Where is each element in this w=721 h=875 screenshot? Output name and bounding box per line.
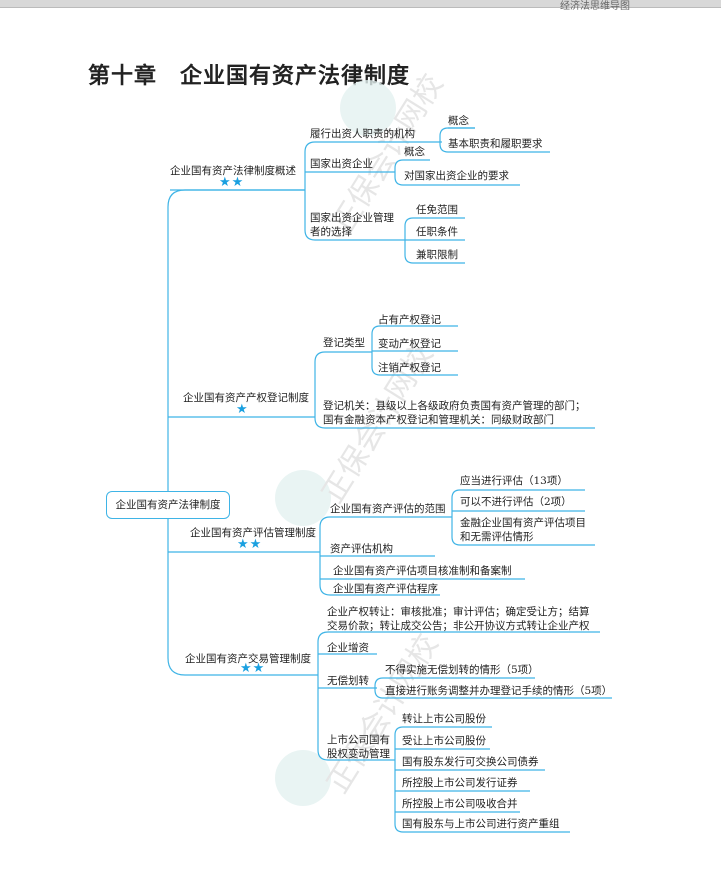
leaf: 国有股东发行可交换公司债券 (402, 756, 539, 768)
leaf: 概念 (448, 115, 469, 127)
star-icon: ★★ (219, 175, 245, 190)
branch-overview: 企业国有资产法律制度概述 (170, 165, 296, 177)
node-manager-selection-2: 者的选择 (310, 226, 352, 238)
header-top-right: 经济法思维导图 (560, 1, 630, 12)
leaf: 转让上市公司股份 (402, 713, 486, 725)
node-approval-filing: 企业国有资产评估项目核准制和备案制 (333, 565, 512, 577)
node-listed-company-2: 股权变动管理 (327, 748, 390, 760)
top-bar (0, 0, 721, 8)
leaf: 受让上市公司股份 (402, 735, 486, 747)
watermark-logo (340, 80, 396, 136)
node-free-transfer: 无偿划转 (327, 675, 369, 687)
leaf: 不得实施无偿划转的情形（5项） (385, 664, 539, 676)
star-icon: ★★ (240, 661, 266, 676)
leaf: 任免范围 (416, 204, 458, 216)
node-equity-transfer-2: 交易价款；转让成交公告；非公开协议方式转让企业产权 (327, 620, 590, 632)
leaf: 概念 (404, 146, 425, 158)
leaf: 和无需评估情形 (460, 531, 534, 543)
root-node: 企业国有资产法律制度 (106, 491, 230, 519)
node-investor-agency: 履行出资人职责的机构 (310, 128, 415, 140)
node-listed-company: 上市公司国有 (327, 734, 390, 746)
leaf: 直接进行账务调整并办理登记手续的情形（5项） (385, 685, 613, 697)
leaf: 注销产权登记 (378, 362, 441, 374)
leaf: 应当进行评估（13项） (460, 475, 568, 487)
node-capital-increase: 企业增资 (327, 642, 369, 654)
branch-registration: 企业国有资产产权登记制度 (183, 392, 309, 404)
node-state-invested-enterprise: 国家出资企业 (310, 158, 373, 170)
leaf: 所控股上市公司吸收合并 (402, 798, 518, 810)
leaf: 对国家出资企业的要求 (404, 170, 509, 182)
branch-transaction: 企业国有资产交易管理制度 (185, 653, 311, 665)
node-appraisal-scope: 企业国有资产评估的范围 (330, 503, 446, 515)
node-registration-types: 登记类型 (323, 337, 365, 349)
node-manager-selection: 国家出资企业管理 (310, 212, 394, 224)
node-appraisal-procedure: 企业国有资产评估程序 (333, 583, 438, 595)
leaf: 兼职限制 (416, 249, 458, 261)
node-registration-authority-2: 国有金融资本产权登记和管理机关：同级财政部门 (323, 414, 554, 426)
branch-appraisal: 企业国有资产评估管理制度 (190, 527, 316, 539)
star-icon: ★ (236, 402, 249, 417)
node-registration-authority: 登记机关：县级以上各级政府负责国有资产管理的部门； (323, 400, 586, 412)
leaf: 任职条件 (416, 226, 458, 238)
leaf: 基本职责和履职要求 (448, 138, 543, 150)
leaf: 变动产权登记 (378, 338, 441, 350)
leaf: 国有股东与上市公司进行资产重组 (402, 818, 560, 830)
watermark-logo (275, 470, 331, 526)
node-equity-transfer: 企业产权转让：审核批准；审计评估；确定受让方；结算 (327, 606, 590, 618)
leaf: 占有产权登记 (378, 314, 441, 326)
leaf: 金融企业国有资产评估项目 (460, 517, 586, 529)
watermark-logo (275, 750, 331, 806)
page-title: 第十章 企业国有资产法律制度 (88, 64, 411, 89)
leaf: 可以不进行评估（2项） (460, 496, 572, 508)
leaf: 所控股上市公司发行证券 (402, 777, 518, 789)
node-appraisal-agency: 资产评估机构 (330, 543, 393, 555)
star-icon: ★★ (237, 537, 263, 552)
